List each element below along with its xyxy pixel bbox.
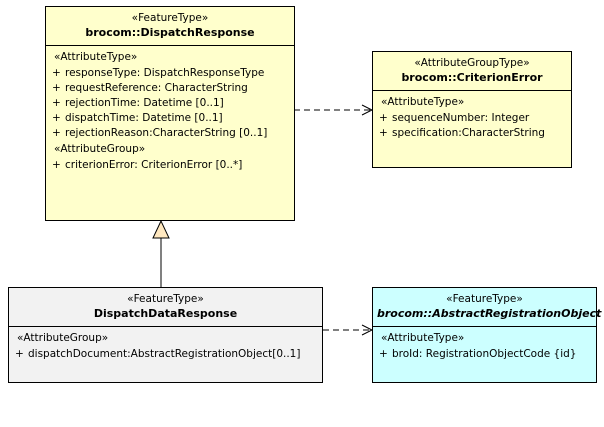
visibility-marker: + xyxy=(15,348,24,360)
attribute-row: + rejectionTime: Datetime [0..1] xyxy=(46,96,294,111)
attributes-compartment: «AttributeType» + responseType: Dispatch… xyxy=(46,46,294,177)
class-header-abstract-registration-object: «FeatureType» brocom::AbstractRegistrati… xyxy=(373,288,602,326)
attribute-text: rejectionReason:CharacterString [0..1] xyxy=(65,127,268,139)
attribute-text: dispatchDocument:AbstractRegistrationObj… xyxy=(28,348,301,360)
attribute-text: requestReference: CharacterString xyxy=(65,82,248,94)
attribute-row: + specification:CharacterString xyxy=(373,126,571,141)
class-name-label: brocom::CriterionError xyxy=(401,71,543,84)
class-name-label: brocom::DispatchResponse xyxy=(85,26,255,39)
class-name-label: brocom::AbstractRegistrationObject xyxy=(377,307,602,320)
attribute-text: criterionError: CriterionError [0..*] xyxy=(65,159,243,171)
stereotype-label: «FeatureType» xyxy=(131,12,209,24)
compartment-divider xyxy=(9,326,322,327)
dependency-dispatchdataresponse-to-abstractregistrationobject xyxy=(323,324,374,336)
attributes-compartment: «AttributeType» + sequenceNumber: Intege… xyxy=(373,91,571,145)
visibility-marker: + xyxy=(52,82,61,94)
class-box-criterion-error[interactable]: «AttributeGroupType» brocom::CriterionEr… xyxy=(372,51,572,168)
class-name-label: DispatchDataResponse xyxy=(93,307,238,320)
class-header-dispatch-data-response: «FeatureType» DispatchDataResponse xyxy=(9,288,322,326)
class-box-abstract-registration-object[interactable]: «FeatureType» brocom::AbstractRegistrati… xyxy=(372,287,602,383)
compartment-divider xyxy=(46,45,294,46)
attribute-row: + criterionError: CriterionError [0..*] xyxy=(46,158,294,173)
visibility-marker: + xyxy=(379,127,388,139)
compartment-divider xyxy=(373,90,571,91)
stereotype-label: «AttributeGroupType» xyxy=(414,57,530,69)
compartment-divider xyxy=(373,326,596,327)
visibility-marker: + xyxy=(52,67,61,79)
stereotype-label: «FeatureType» xyxy=(127,293,204,305)
class-header-dispatch-response: «FeatureType» brocom::DispatchResponse xyxy=(46,7,294,45)
visibility-marker: + xyxy=(52,97,61,109)
attribute-row: + dispatchDocument:AbstractRegistrationO… xyxy=(9,347,322,362)
section-label-attributegroup: «AttributeGroup» xyxy=(17,332,109,344)
attribute-text: responseType: DispatchResponseType xyxy=(65,67,265,79)
class-box-dispatch-response[interactable]: «FeatureType» brocom::DispatchResponse «… xyxy=(45,6,295,221)
attribute-row: + sequenceNumber: Integer xyxy=(373,111,571,126)
visibility-marker: + xyxy=(52,112,61,124)
attribute-text: dispatchTime: Datetime [0..1] xyxy=(65,112,223,124)
attribute-text: rejectionTime: Datetime [0..1] xyxy=(65,97,224,109)
attributes-compartment: «AttributeGroup» + dispatchDocument:Abst… xyxy=(9,327,322,366)
class-header-criterion-error: «AttributeGroupType» brocom::CriterionEr… xyxy=(373,52,571,90)
section-label-attributegroup: «AttributeGroup» xyxy=(54,143,146,155)
stereotype-label: «FeatureType» xyxy=(446,293,523,305)
dependency-dispatchresponse-to-criterionerror xyxy=(294,104,374,116)
attribute-text: sequenceNumber: Integer xyxy=(392,112,530,124)
attribute-row: + responseType: DispatchResponseType xyxy=(46,66,294,81)
attribute-row: + dispatchTime: Datetime [0..1] xyxy=(46,111,294,126)
visibility-marker: + xyxy=(379,112,388,124)
section-label-attributetype: «AttributeType» xyxy=(54,51,138,63)
attribute-row: + requestReference: CharacterString xyxy=(46,81,294,96)
visibility-marker: + xyxy=(379,348,388,360)
visibility-marker: + xyxy=(52,127,61,139)
section-label-attributetype: «AttributeType» xyxy=(381,332,465,344)
attributes-compartment: «AttributeType» + broId: RegistrationObj… xyxy=(373,327,596,366)
generalization-dispatchdataresponse-to-dispatchresponse xyxy=(152,219,170,287)
attribute-text: specification:CharacterString xyxy=(392,127,545,139)
attribute-row: + rejectionReason:CharacterString [0..1] xyxy=(46,126,294,141)
section-label-attributetype: «AttributeType» xyxy=(381,96,465,108)
attribute-text: broId: RegistrationObjectCode {id} xyxy=(392,348,577,360)
visibility-marker: + xyxy=(52,159,61,171)
class-box-dispatch-data-response[interactable]: «FeatureType» DispatchDataResponse «Attr… xyxy=(8,287,323,383)
attribute-row: + broId: RegistrationObjectCode {id} xyxy=(373,347,596,362)
